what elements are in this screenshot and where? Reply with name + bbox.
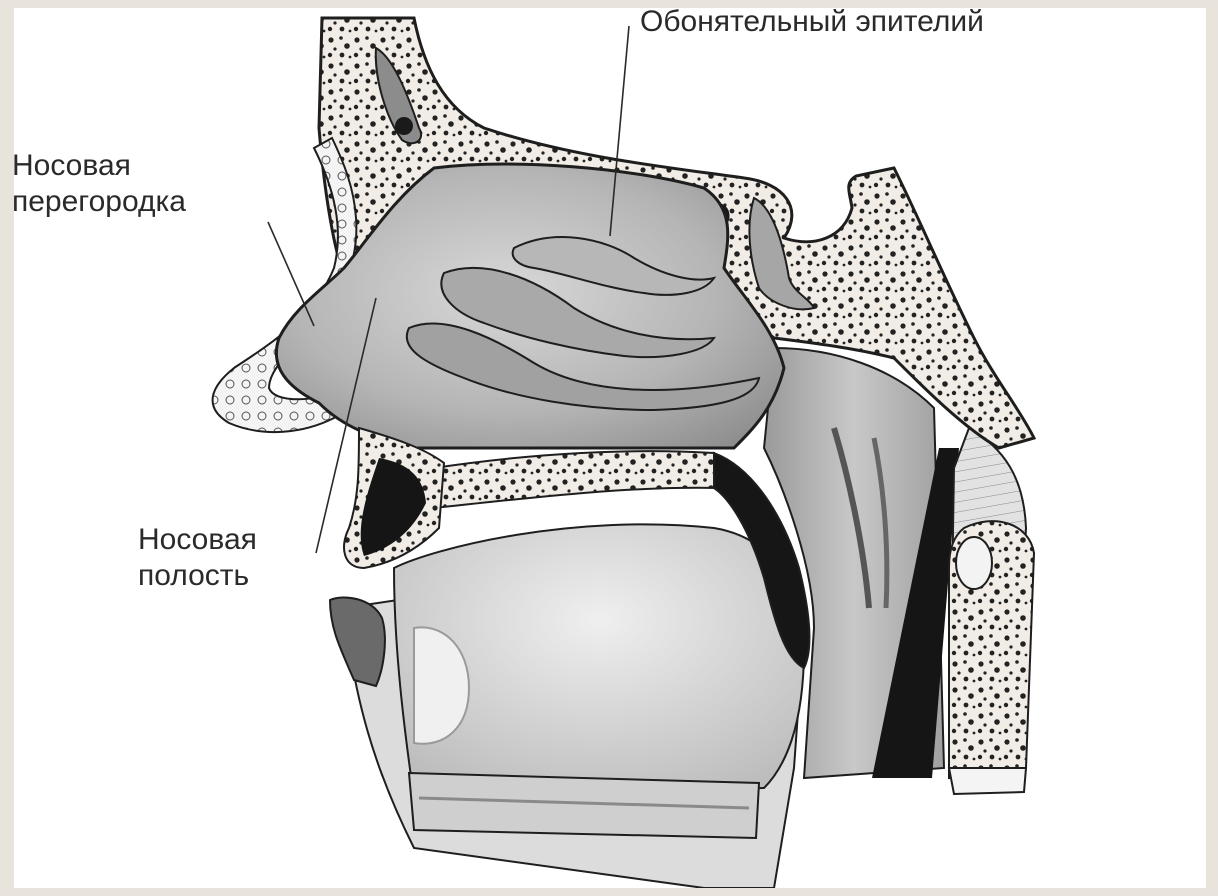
pointer-line-septum — [268, 222, 314, 326]
label-nasal-septum: Носовая перегородка — [14, 148, 186, 220]
label-olfactory-epithelium: Обонятельный эпителий — [640, 8, 984, 40]
head-sagittal-section-illustration — [14, 8, 1206, 888]
diagram-frame: Обонятельный эпителий Носовая перегородк… — [14, 8, 1206, 888]
label-nasal-cavity: Носовая полость — [138, 522, 257, 594]
